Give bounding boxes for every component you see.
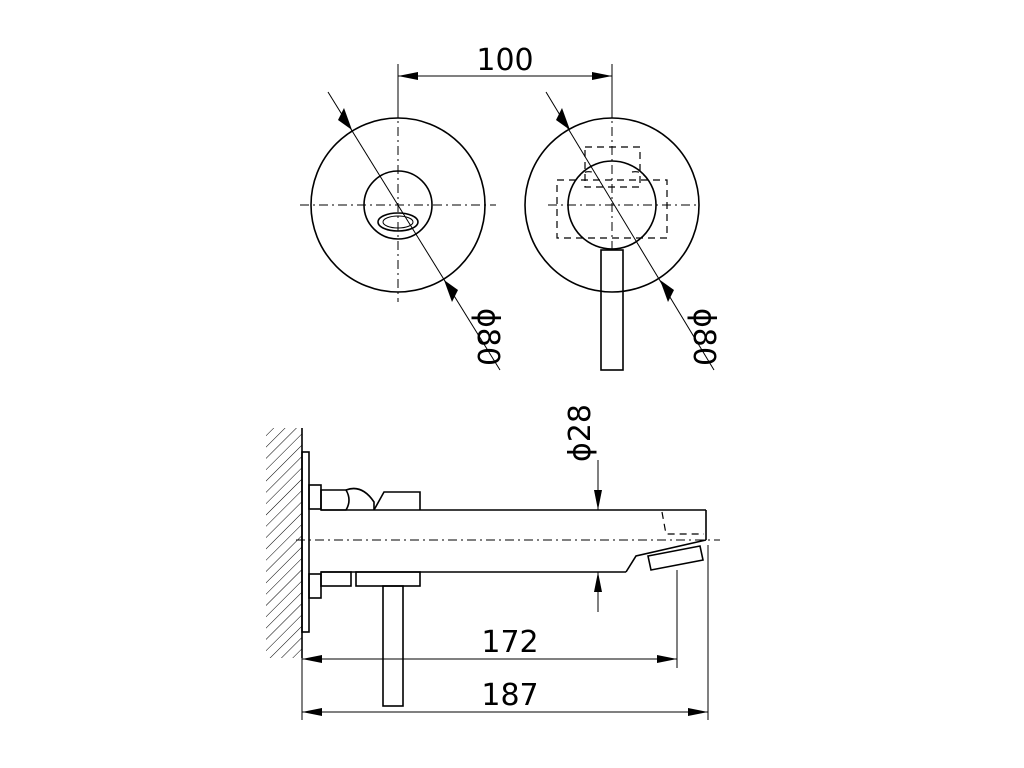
overall-arrow-right [688, 708, 708, 716]
diameter-arrow-upper-left [338, 108, 352, 130]
diameter28-arrow-top [594, 490, 602, 510]
wall-hatch [266, 428, 302, 658]
diameter-arrow-lower-right [660, 280, 674, 302]
overall-length-label: 187 [481, 678, 538, 713]
spout-reach-label: 172 [481, 625, 538, 660]
spacing-arrow-left [398, 72, 418, 80]
diameter-leader-right [545, 91, 715, 371]
spout-taper [625, 539, 707, 573]
spacing-arrow-right [592, 72, 612, 80]
centers-spacing-label: 100 [476, 43, 533, 78]
diameter-arrow-upper-right [556, 108, 570, 130]
plate-left-diameter-label: ϕ80 [470, 308, 505, 366]
mixer-hidden-arc-left [575, 171, 593, 181]
overall-arrow-left [302, 708, 322, 716]
front-view-spout-plate: ϕ80 [300, 91, 505, 371]
wall-plate [301, 451, 310, 633]
plate-flange-top [308, 484, 322, 510]
spout-diameter-label: ϕ28 [563, 404, 598, 462]
mixer-lever-handle [600, 249, 624, 371]
mixer-hidden-arc-right [631, 171, 649, 181]
diameter-leader-left [327, 91, 501, 371]
plate-right-diameter-label: ϕ80 [686, 308, 721, 366]
side-lever-handle [382, 585, 404, 707]
mixer-cap-left [320, 489, 350, 511]
reach-arrow-left [302, 655, 322, 663]
plate-flange-bottom [308, 573, 322, 599]
mixer-lever-block [355, 571, 421, 587]
front-view-mixer-plate: ϕ80 [524, 91, 721, 371]
reach-arrow-right [657, 655, 677, 663]
diameter28-arrow-bottom [594, 572, 602, 592]
mixer-base-collar [320, 571, 352, 587]
mixer-elbow [345, 487, 375, 510]
centers-spacing-dimension: 100 [397, 43, 613, 118]
mixer-body-top [373, 491, 421, 511]
spout-hidden-bore [661, 511, 704, 535]
diameter-arrow-lower-left [444, 280, 458, 302]
spout-aerator [647, 545, 704, 571]
side-view: ϕ28 172 187 [266, 404, 720, 720]
